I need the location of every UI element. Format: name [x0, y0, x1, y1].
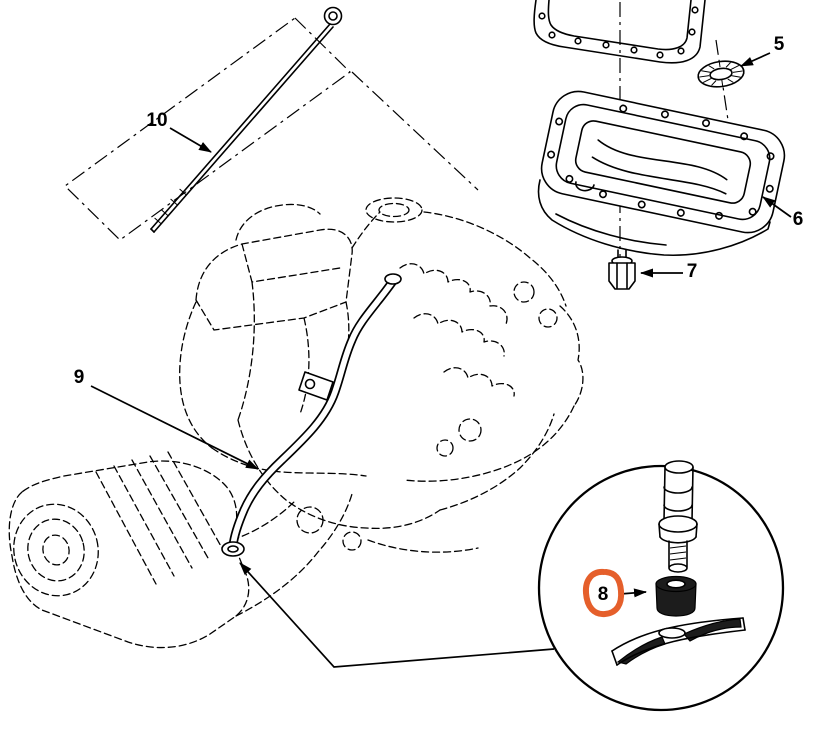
callout-6-label[interactable]: 6	[793, 209, 804, 230]
callout-10-leader	[169, 127, 212, 153]
callout-9-label[interactable]: 9	[74, 367, 85, 388]
highlight-annotation	[582, 568, 625, 618]
detail-leader-line	[239, 562, 555, 668]
callout-8-label[interactable]: 8	[598, 584, 609, 605]
dipstick-phantom-box	[64, 17, 479, 241]
phantom-diagonal-line	[351, 71, 479, 191]
boss-hole	[658, 627, 686, 639]
seal-ring-item-5	[697, 60, 745, 88]
pan-boss-section	[611, 617, 746, 666]
tube-bottom-flange	[221, 541, 245, 557]
oil-pan-item-6	[537, 90, 786, 257]
callouts: 10 9 5 6 7	[74, 34, 804, 470]
grommet-item-8	[655, 575, 697, 617]
callout-5-label[interactable]: 5	[774, 34, 785, 55]
filler-tube-item-9	[221, 273, 402, 557]
callout-6-leader	[762, 196, 792, 218]
engine-transmission-phantom	[8, 197, 584, 649]
callout-7-label[interactable]: 7	[687, 261, 698, 282]
drain-bolt-item-7	[608, 249, 636, 290]
drain-valve-plug	[658, 460, 698, 573]
callout-9-leader	[90, 385, 259, 470]
callout-5-leader	[740, 52, 771, 67]
dipstick-handle-loop	[323, 6, 343, 26]
pan-gasket	[533, 0, 706, 64]
tube-bracket	[298, 371, 334, 401]
callout-8-leader	[619, 588, 647, 598]
dipstick-item-10	[150, 6, 343, 233]
pan-bolt-holes	[547, 104, 775, 220]
tube-top-opening	[384, 273, 402, 285]
callout-10-label[interactable]: 10	[146, 110, 167, 131]
detail-circle-view: 8	[537, 460, 785, 712]
pan-flange-notch	[575, 181, 595, 192]
